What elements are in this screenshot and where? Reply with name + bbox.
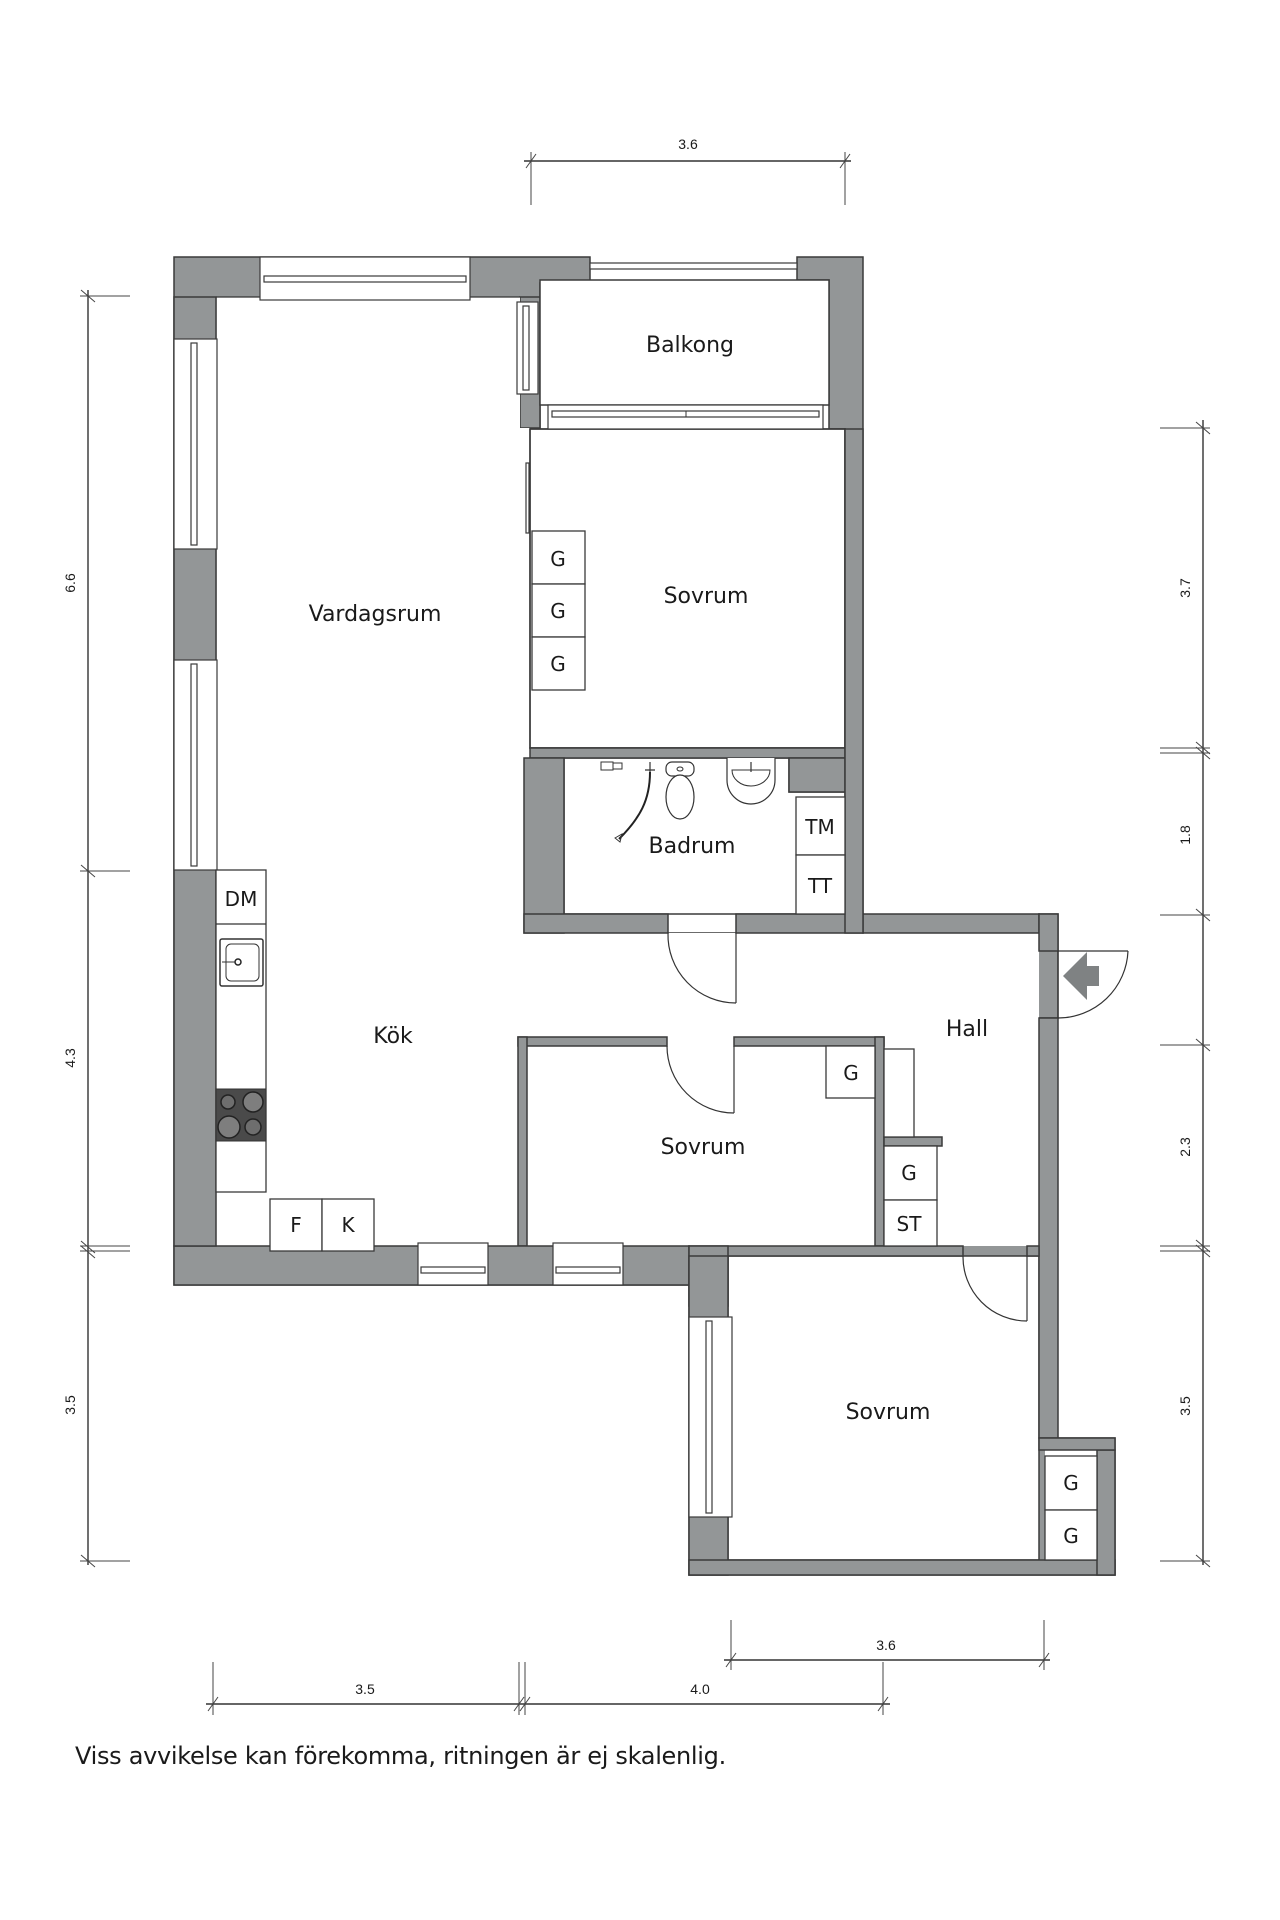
middle-bedroom-door[interactable] <box>666 1045 735 1114</box>
disclaimer-caption: Viss avvikelse kan förekomma, ritningen … <box>75 1742 726 1770</box>
window-bedroom-bottom <box>688 1316 733 1518</box>
stove-icon <box>215 1088 267 1142</box>
window-middle-bedroom <box>552 1242 624 1286</box>
window-bedroom-top <box>547 404 824 430</box>
wardrobe-label: G <box>843 1061 859 1085</box>
dimension-right-4: 3.5 <box>1177 1396 1193 1416</box>
washing-machine-label: TM <box>804 815 834 839</box>
room-label-sovrum-middle: Sovrum <box>661 1135 746 1160</box>
kitchen-counter <box>215 869 267 1193</box>
washbasin-icon <box>726 758 776 805</box>
wardrobe-label: G <box>550 599 566 623</box>
room-label-vardagsrum: Vardagsrum <box>309 602 442 627</box>
shower-icon <box>600 761 655 843</box>
room-label-sovrum-bottom: Sovrum <box>846 1400 931 1425</box>
dimension-left-2: 4.3 <box>62 1048 78 1068</box>
dimension-right-2: 1.8 <box>1177 825 1193 845</box>
dishwasher-label: DM <box>225 887 258 911</box>
wardrobe-box <box>1044 1509 1098 1561</box>
dimension-bottom-right: 3.6 <box>876 1637 896 1653</box>
sliding-door <box>525 462 530 534</box>
room-label-balkong: Balkong <box>646 333 734 358</box>
fridge-label: F <box>290 1213 302 1237</box>
room-label-kok: Kök <box>373 1024 413 1049</box>
windows <box>173 256 824 1518</box>
doors <box>666 932 1129 1322</box>
dimension-left-3: 3.5 <box>62 1395 78 1415</box>
tumble-dryer <box>795 854 846 915</box>
toilet-icon <box>665 761 695 820</box>
wardrobe-box <box>531 583 586 638</box>
dimension-bottom-left: 3.5 <box>355 1681 375 1697</box>
wardrobe-label: G <box>1063 1524 1079 1548</box>
wardrobe-label: G <box>1063 1471 1079 1495</box>
room-labels: Balkong Vardagsrum Sovrum Badrum Kök Hal… <box>309 333 989 1425</box>
dimension-top: 3.6 <box>678 136 698 152</box>
room-label-badrum: Badrum <box>649 834 736 859</box>
fixtures: G G G TM TT DM <box>215 530 1098 1561</box>
freezer <box>321 1198 375 1252</box>
dimension-right-1: 3.7 <box>1177 578 1193 598</box>
window-living-left-2 <box>173 659 218 871</box>
hall-shelf <box>883 1048 915 1138</box>
wardrobe-label: G <box>550 547 566 571</box>
freezer-label: K <box>341 1213 355 1237</box>
bottom-bedroom-door[interactable] <box>962 1255 1028 1322</box>
window-kitchen-bottom <box>417 1242 489 1286</box>
bathroom-door[interactable] <box>667 932 737 1004</box>
dimension-left-1: 6.6 <box>62 573 78 593</box>
dimension-lines: 3.6 6.6 4.3 3.5 3.7 1.8 <box>62 136 1211 1715</box>
balcony-railing <box>589 262 798 270</box>
room-label-hall: Hall <box>946 1017 988 1042</box>
balcony-floor <box>539 279 830 406</box>
washing-machine <box>795 796 846 856</box>
wardrobe-label: G <box>901 1161 917 1185</box>
wardrobe-box <box>825 1045 876 1099</box>
dimension-bottom-middle: 4.0 <box>690 1681 710 1697</box>
hall-storage <box>883 1199 938 1247</box>
window-living-top <box>259 256 471 301</box>
room-label-sovrum-top: Sovrum <box>664 584 749 609</box>
wardrobe-label: G <box>550 652 566 676</box>
entrance-arrow-icon <box>1063 952 1099 1000</box>
tumble-dryer-label: TT <box>807 874 833 898</box>
entrance-door[interactable] <box>1057 950 1129 1019</box>
balcony-door-left <box>516 301 539 395</box>
storage-label: ST <box>897 1212 923 1236</box>
wardrobe-box <box>1044 1455 1098 1511</box>
wardrobe-box <box>531 636 586 691</box>
sink-icon <box>219 938 264 987</box>
window-living-left-1 <box>173 338 218 550</box>
dimension-right-3: 2.3 <box>1177 1137 1193 1157</box>
floors <box>216 279 1097 1561</box>
